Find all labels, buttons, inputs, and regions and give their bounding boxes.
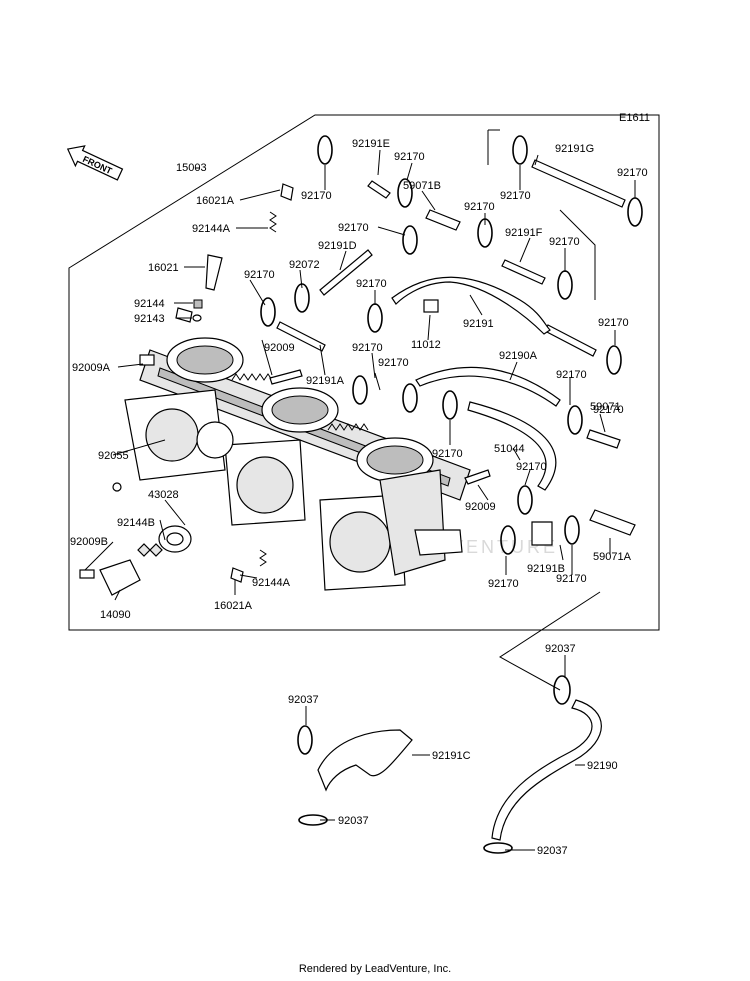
callout: 92170 <box>556 573 587 585</box>
callout: 92170 <box>432 448 463 460</box>
carburetor-assembly <box>124 307 471 591</box>
callout: 92170 <box>352 342 383 354</box>
callout: 11012 <box>411 339 441 351</box>
callout: 92037 <box>338 815 369 827</box>
callout: 92144B <box>117 517 155 529</box>
callout: 92037 <box>288 694 319 706</box>
callout: 92009A <box>72 362 111 374</box>
callout: 92144 <box>134 298 165 310</box>
callout: 92170 <box>500 190 531 202</box>
lower-group-connector <box>499 591 601 691</box>
callout: 92170 <box>488 578 519 590</box>
callout: 16021A <box>196 195 235 207</box>
callout: 92191 <box>463 318 494 330</box>
left-small-parts <box>79 183 491 596</box>
callout: 92037 <box>537 845 568 857</box>
callout: 92170 <box>394 151 425 163</box>
callout: 59071B <box>403 180 441 192</box>
callout: 92170 <box>516 461 547 473</box>
figure-code: E1611 <box>619 112 650 124</box>
callout: 59071A <box>593 551 632 563</box>
callout: 92144A <box>192 223 231 235</box>
callout: 92072 <box>289 259 320 271</box>
callout: 92144A <box>252 577 291 589</box>
callout: 92191A <box>306 375 345 387</box>
callout: 92009 <box>264 342 295 354</box>
callout: 16021A <box>214 600 253 612</box>
lower-hoses <box>297 675 602 854</box>
hoses <box>276 159 636 546</box>
callout: 92191E <box>352 138 390 150</box>
callout: 92191D <box>318 240 357 252</box>
callout: 92191G <box>555 143 594 155</box>
assembly-frame <box>68 114 660 631</box>
callout: 92055 <box>98 450 129 462</box>
callout: 92009 <box>465 501 496 513</box>
callout: 51044 <box>494 443 525 455</box>
footer-credit: Rendered by LeadVenture, Inc. <box>298 963 452 975</box>
callout: 92190 <box>587 760 618 772</box>
callout: 92170 <box>464 201 495 213</box>
callout: 92191F <box>505 227 543 239</box>
callout: 92170 <box>301 190 332 202</box>
callout: 92170 <box>556 369 587 381</box>
callout: 92170 <box>598 317 629 329</box>
callout: 92170 <box>378 357 409 369</box>
callout: 92170 <box>593 404 624 416</box>
callout: 59071 <box>590 401 621 413</box>
callout: 92170 <box>549 236 580 248</box>
callout: 92190A <box>499 350 538 362</box>
callout: 92170 <box>617 167 648 179</box>
frame-tick-left <box>487 129 500 165</box>
callout: 92037 <box>545 643 576 655</box>
callout: 15003 <box>176 162 207 174</box>
front-arrow-icon: FRONT <box>66 145 124 181</box>
callout: 92170 <box>338 222 369 234</box>
callout: 16021 <box>148 262 179 274</box>
callout: 92191C <box>432 750 471 762</box>
callout: 43028 <box>148 489 179 501</box>
callout: 92170 <box>244 269 275 281</box>
callout: 92170 <box>356 278 387 290</box>
leader-lines <box>84 149 636 851</box>
callout: 14090 <box>100 609 131 621</box>
frame-tick-right <box>559 209 596 300</box>
hose-clamps <box>260 135 643 555</box>
callout: 92009B <box>70 536 108 548</box>
callout: 92143 <box>134 313 165 325</box>
callout: 92191B <box>527 563 565 575</box>
callout-labels: 15003 16021A 92144A 16021 92144 92143 92… <box>70 138 648 857</box>
